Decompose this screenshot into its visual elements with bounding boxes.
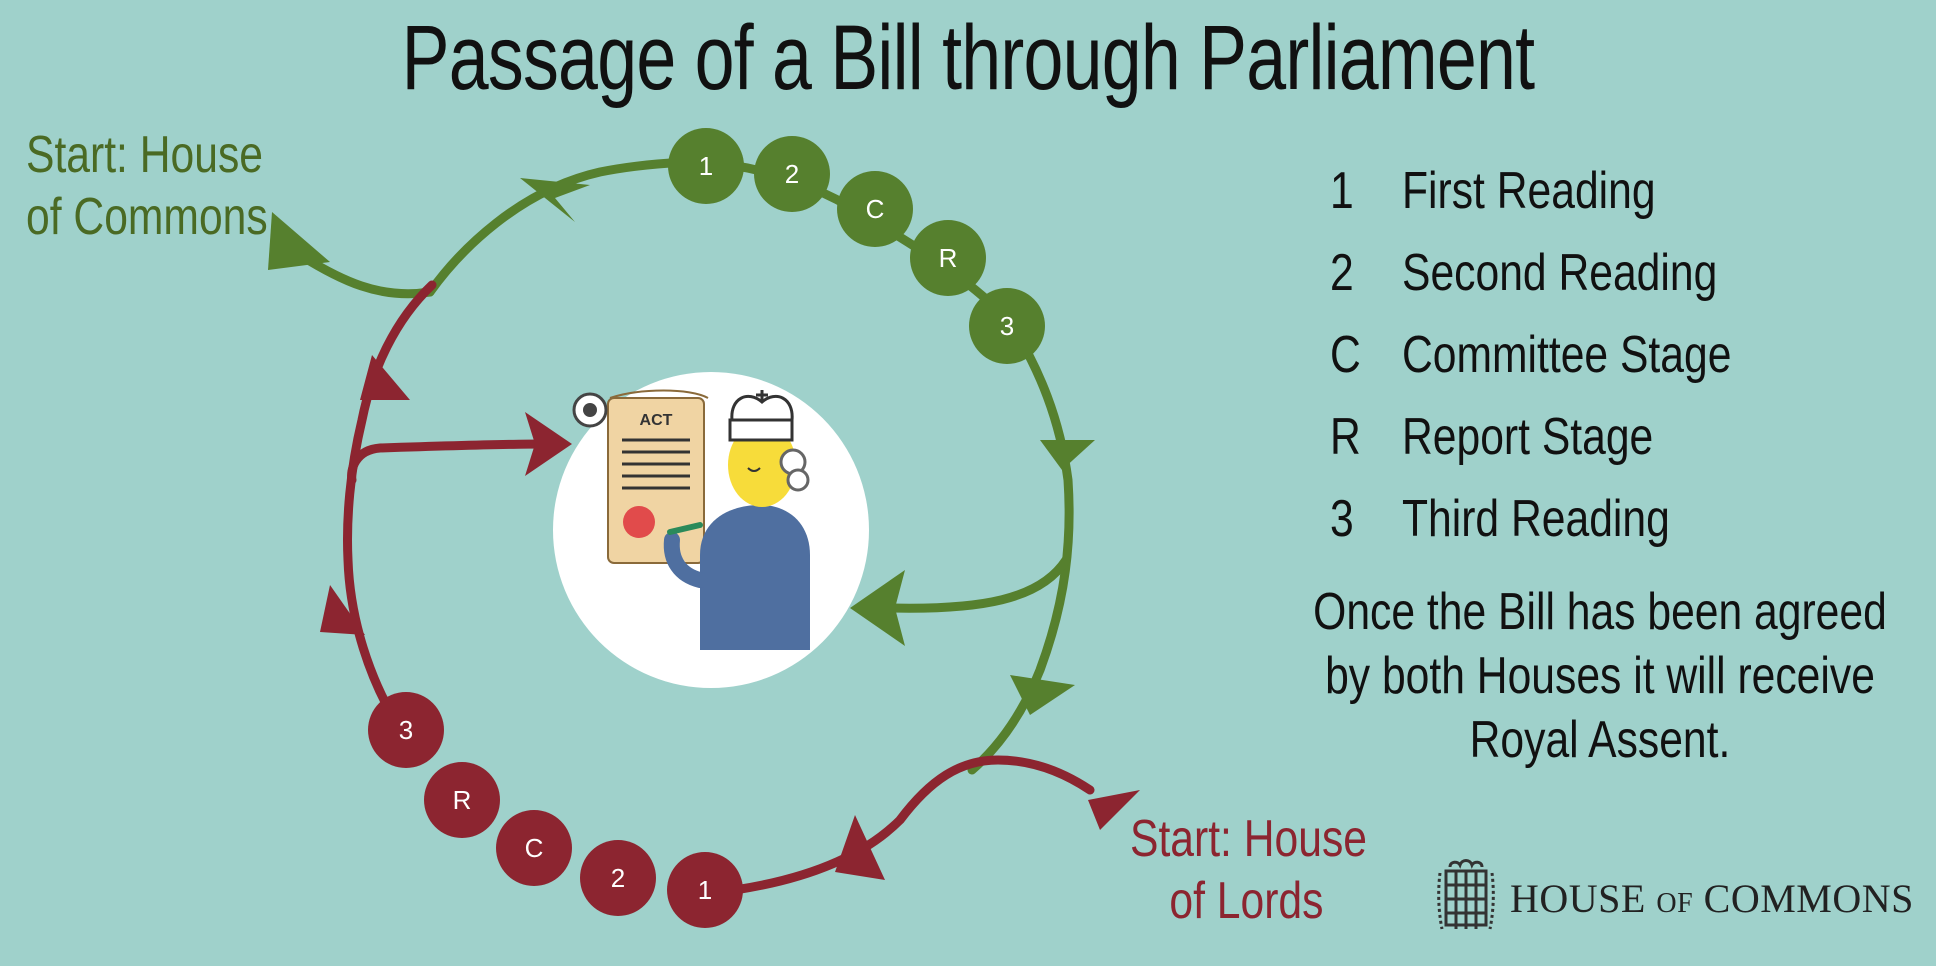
start-commons-line1: Start: House — [26, 126, 264, 184]
start-commons-line2: of Commons — [26, 188, 268, 246]
lords-branch-assent — [347, 439, 550, 485]
portcullis-icon — [1437, 859, 1495, 930]
legend-key: R — [1330, 408, 1361, 466]
lords-path — [343, 280, 1095, 895]
act-label: ACT — [640, 412, 673, 429]
monarch-figure — [663, 390, 810, 650]
lords-stage-circle — [667, 852, 743, 928]
legend-label: First Reading — [1402, 162, 1656, 220]
commons-stage-label: 1 — [699, 151, 713, 181]
act-scroll: ACT — [572, 389, 709, 564]
legend-label: Report Stage — [1402, 408, 1654, 466]
lords-arrowhead-lower — [835, 815, 885, 880]
legend-key: 3 — [1330, 490, 1354, 548]
lords-stage-label: 3 — [399, 715, 413, 745]
commons-stage-label: R — [939, 243, 958, 273]
legend-key: 2 — [1330, 244, 1354, 302]
legend-row-first-reading: 1 First Reading — [1330, 150, 1890, 232]
legend-row-report-stage: R Report Stage — [1330, 396, 1890, 478]
commons-stages: 1 2C R 3 — [668, 128, 1045, 364]
note-line1: Once the Bill has been agreed — [1313, 583, 1887, 641]
wax-seal-icon — [623, 506, 655, 538]
note-line2: by both Houses it will receive — [1325, 647, 1875, 705]
lords-arrowheads — [320, 355, 1140, 880]
note-line3: Royal Assent. — [1469, 711, 1731, 769]
legend-row-third-reading: 3 Third Reading — [1330, 478, 1890, 560]
legend-key: 1 — [1330, 162, 1354, 220]
royal-assent-note: Once the Bill has been agreed by both Ho… — [1305, 580, 1895, 772]
commons-stage-circle — [910, 220, 986, 296]
lords-stages: 3R C 2 1 — [368, 692, 743, 928]
start-lords-line1: Start: House — [1130, 810, 1368, 868]
commons-stage-circle — [754, 136, 830, 212]
commons-arrowhead-upper — [520, 178, 590, 222]
page-title: Passage of a Bill through Parliament — [401, 7, 1535, 109]
legend-row-committee-stage: C Committee Stage — [1330, 314, 1890, 396]
legend-row-second-reading: 2 Second Reading — [1330, 232, 1890, 314]
lords-arrowhead-assent — [525, 412, 572, 476]
commons-arrowhead-lower — [1010, 675, 1075, 715]
logo-part2: of — [1656, 887, 1694, 919]
lords-arrowhead-start — [1088, 790, 1140, 830]
commons-return-branch — [885, 555, 1071, 613]
start-lords-line2: of Lords — [1169, 872, 1324, 930]
start-house-of-lords-label: Start: House of Lords — [1130, 808, 1367, 932]
commons-arc-upper — [425, 157, 705, 297]
lords-arrowhead-left-low — [320, 585, 365, 635]
lords-stage-circle — [496, 810, 572, 886]
commons-arrowhead-assent — [850, 570, 905, 646]
lords-stage-label: 2 — [611, 863, 625, 893]
commons-stage-circle — [969, 288, 1045, 364]
lords-stage-circle — [424, 762, 500, 838]
commons-arrowheads — [268, 178, 1095, 715]
commons-arrowhead-right — [1040, 440, 1095, 470]
house-of-commons-logo: House of Commons — [1436, 858, 1914, 938]
commons-arrowhead-start — [268, 212, 330, 270]
lords-stage-label: 1 — [698, 875, 712, 905]
commons-stage-label: C — [866, 194, 885, 224]
legend-label: Committee Stage — [1402, 326, 1732, 384]
commons-stage-circle — [668, 128, 744, 204]
lords-stage-label: R — [453, 785, 472, 815]
commons-stage-circle — [837, 171, 913, 247]
stage-legend: 1 First Reading 2 Second Reading C Commi… — [1330, 150, 1890, 560]
logo-wordmark: House of Commons — [1510, 875, 1914, 922]
royal-assent-illustration: ACT — [553, 372, 869, 688]
commons-stage-label: 2 — [785, 159, 799, 189]
legend-label: Third Reading — [1402, 490, 1670, 548]
legend-label: Second Reading — [1402, 244, 1718, 302]
lords-start-curve — [730, 755, 1095, 895]
commons-stage-label: 3 — [1000, 311, 1014, 341]
lords-stage-label: C — [525, 833, 544, 863]
commons-arc-right — [967, 317, 1074, 775]
logo-part1: House — [1510, 875, 1646, 921]
lords-arrowhead-left-high — [360, 355, 410, 400]
lords-stage-circle — [580, 840, 656, 916]
logo-part3: Commons — [1703, 875, 1914, 921]
lords-stage-circle — [368, 692, 444, 768]
start-house-of-commons-label: Start: House of Commons — [26, 124, 268, 248]
legend-key: C — [1330, 326, 1361, 384]
lords-arc-left — [343, 280, 437, 730]
